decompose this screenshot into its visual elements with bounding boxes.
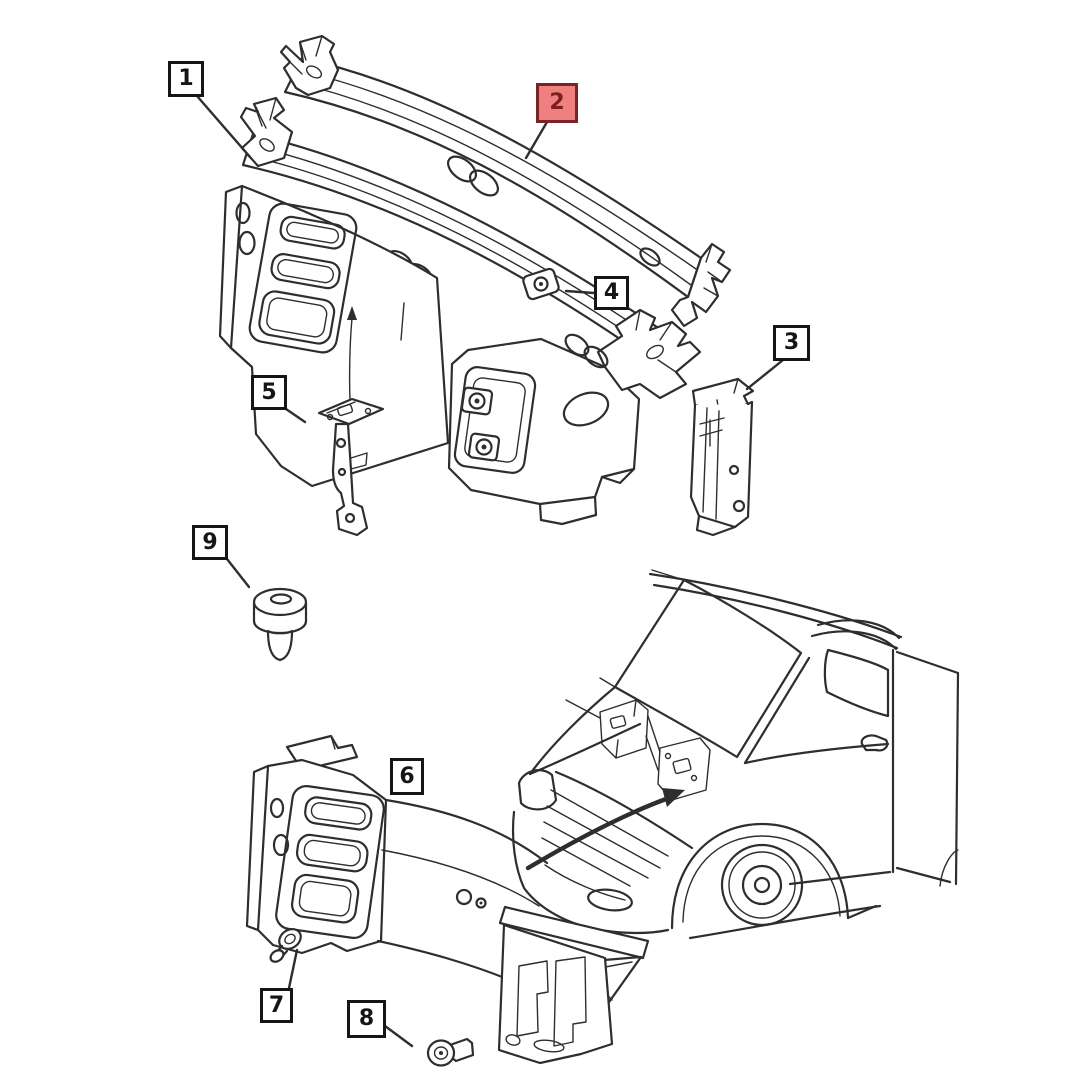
part-7-push-pin <box>269 928 302 963</box>
part-1-dash-panel-assembly <box>218 96 702 526</box>
callout-6[interactable]: 6 <box>390 758 424 795</box>
leader-line-5 <box>284 407 307 424</box>
callout-7[interactable]: 7 <box>260 988 293 1023</box>
part-8-bolt <box>426 1037 475 1067</box>
leader-lines <box>195 94 785 1048</box>
callout-5[interactable]: 5 <box>251 375 287 410</box>
part-6-lower-cowl-support <box>245 734 650 1065</box>
leader-line-4 <box>564 289 596 295</box>
callout-1[interactable]: 1 <box>168 61 204 97</box>
leader-line-8 <box>383 1024 414 1048</box>
leader-line-3 <box>745 358 785 391</box>
part-9-grommet <box>252 587 308 662</box>
part-3-side-bracket <box>689 377 755 537</box>
callout-8[interactable]: 8 <box>347 1000 386 1038</box>
leader-line-1 <box>195 94 252 159</box>
part-4-clip <box>522 267 560 301</box>
callout-4[interactable]: 4 <box>594 276 629 310</box>
part-5-bracket <box>317 397 385 537</box>
van-cowl-location-sketch <box>565 699 711 801</box>
leader-line-2 <box>524 120 549 160</box>
leader-line-7 <box>287 948 299 990</box>
callout-2[interactable]: 2 <box>536 83 578 123</box>
van-illustration <box>511 569 960 940</box>
callout-9[interactable]: 9 <box>192 525 228 560</box>
part-2-cowl-grille-panel <box>279 34 732 328</box>
callout-3[interactable]: 3 <box>773 325 810 361</box>
leader-line-9 <box>225 557 251 589</box>
